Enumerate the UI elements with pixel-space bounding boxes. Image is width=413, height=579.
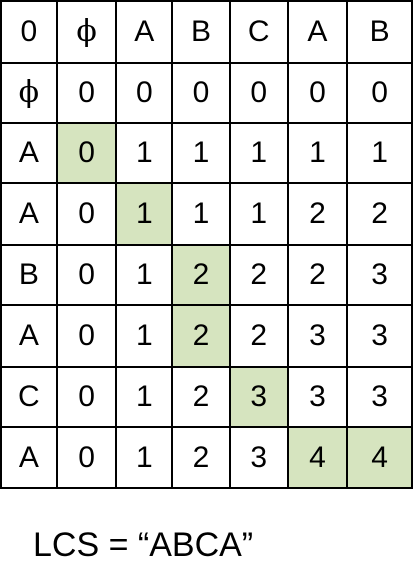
- row-header-cell: A: [0, 426, 58, 489]
- row-header-cell: A: [0, 122, 58, 184]
- table-cell: 2: [171, 366, 231, 428]
- lcs-result: LCS = “ABCA”: [33, 526, 254, 564]
- table-cell: 1: [115, 366, 174, 428]
- table-cell: 0: [55, 182, 118, 246]
- table-cell: 0: [286, 62, 349, 124]
- row-header-cell: A: [0, 182, 58, 246]
- table-cell: 1: [171, 182, 231, 246]
- table-cell: 1: [346, 122, 413, 184]
- table-cell: 0: [55, 244, 118, 306]
- highlighted-cell: 4: [346, 426, 413, 489]
- table-cell: 1: [228, 182, 289, 246]
- table-cell: 2: [346, 182, 413, 246]
- row-header-cell: B: [0, 244, 58, 306]
- column-header-cell: B: [171, 0, 231, 64]
- table-cell: 1: [286, 122, 349, 184]
- table-cell: 1: [228, 122, 289, 184]
- table-cell: 0: [55, 366, 118, 428]
- table-cell: 0: [171, 62, 231, 124]
- table-cell: 0: [55, 426, 118, 489]
- column-header-cell: C: [228, 0, 289, 64]
- column-header-cell: B: [346, 0, 413, 64]
- table-cell: 2: [228, 304, 289, 368]
- table-cell: 3: [286, 304, 349, 368]
- table-cell: 1: [115, 122, 174, 184]
- table-cell: 2: [171, 426, 231, 489]
- table-cell: 1: [115, 244, 174, 306]
- row-header-cell: A: [0, 304, 58, 368]
- table-cell: 1: [115, 304, 174, 368]
- highlighted-cell: 1: [115, 182, 174, 246]
- table-cell: 3: [346, 304, 413, 368]
- table-cell: 3: [228, 426, 289, 489]
- highlighted-cell: 0: [55, 122, 118, 184]
- highlighted-cell: 2: [171, 304, 231, 368]
- table-cell: 2: [286, 244, 349, 306]
- table-cell: 0: [115, 62, 174, 124]
- table-cell: 1: [171, 122, 231, 184]
- corner-cell: 0: [0, 0, 58, 64]
- table-cell: 1: [115, 426, 174, 489]
- highlighted-cell: 4: [286, 426, 349, 489]
- column-header-cell: A: [115, 0, 174, 64]
- highlighted-cell: 3: [228, 366, 289, 428]
- table-cell: 0: [228, 62, 289, 124]
- table-cell: 3: [286, 366, 349, 428]
- table-cell: 2: [228, 244, 289, 306]
- table-cell: 2: [286, 182, 349, 246]
- column-header-cell: ϕ: [55, 0, 118, 64]
- table-cell: 0: [346, 62, 413, 124]
- table-cell: 0: [55, 62, 118, 124]
- table-cell: 3: [346, 366, 413, 428]
- row-header-cell: C: [0, 366, 58, 428]
- table-cell: 3: [346, 244, 413, 306]
- column-header-cell: A: [286, 0, 349, 64]
- table-cell: 0: [55, 304, 118, 368]
- highlighted-cell: 2: [171, 244, 231, 306]
- row-header-cell: ϕ: [0, 62, 58, 124]
